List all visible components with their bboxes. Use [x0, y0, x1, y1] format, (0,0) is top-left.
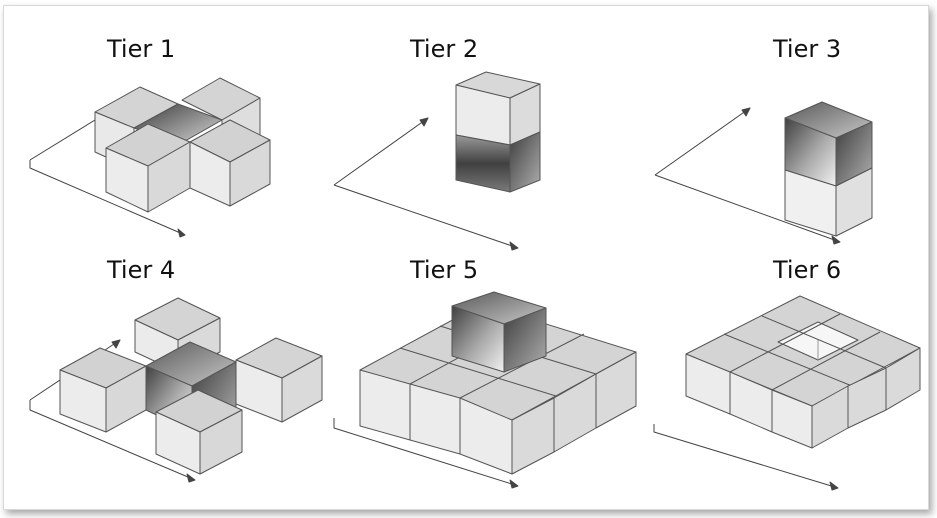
- tier-2-diagram: [333, 71, 541, 251]
- tier-6-cube: [885, 347, 921, 411]
- tier-5-cube: [595, 351, 637, 429]
- tier-5-label: Tier 5: [410, 256, 479, 284]
- tier-3-axes: [654, 107, 841, 245]
- tier-3-diagram: [654, 101, 873, 245]
- tier-3-label: Tier 3: [773, 35, 842, 63]
- tier-6-label: Tier 6: [773, 256, 842, 284]
- tier-6-diagram: [653, 295, 921, 491]
- tier-2-label: Tier 2: [410, 35, 479, 63]
- tier-1-diagram: [29, 77, 271, 238]
- tier-5-diagram: [333, 291, 637, 489]
- tier-1-label: Tier 1: [107, 35, 176, 63]
- tier-2-axes: [333, 117, 519, 251]
- tier-6-axes: [653, 424, 839, 491]
- tier-4-diagram: [29, 297, 323, 483]
- tier-5-axes: [333, 418, 519, 489]
- tier-4-label: Tier 4: [107, 256, 176, 284]
- tier-2-bottom-cube: [455, 134, 511, 193]
